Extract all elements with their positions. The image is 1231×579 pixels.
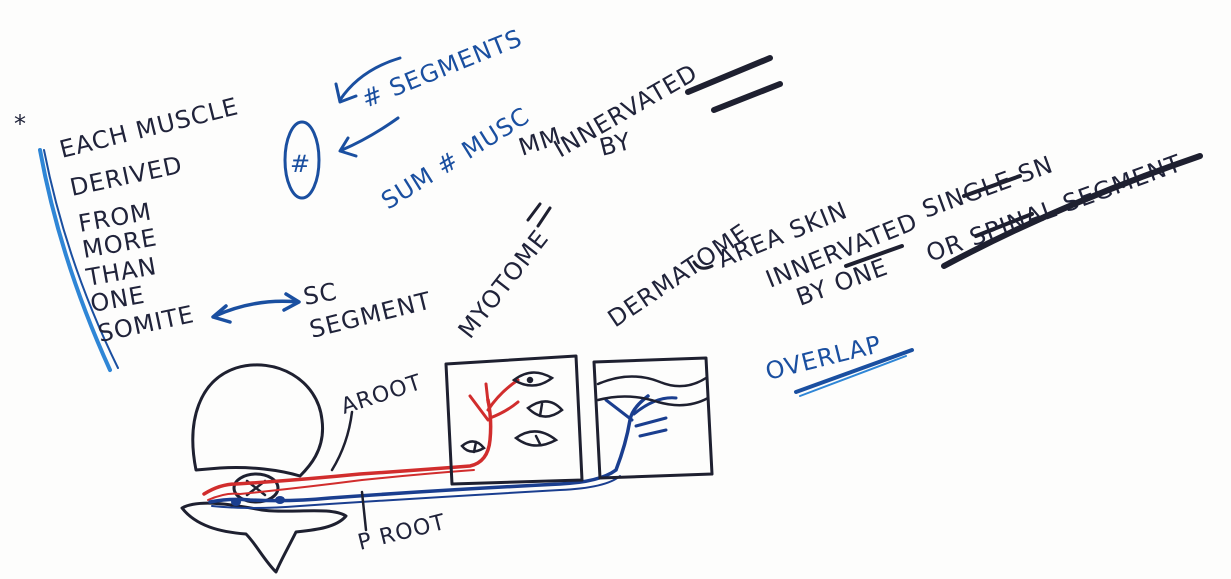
ganglion-dot xyxy=(231,498,241,506)
equals-top xyxy=(685,55,773,95)
myotome-box xyxy=(444,354,584,486)
skin-layer xyxy=(596,375,708,388)
sum-muscle-label: SUM # MUSC xyxy=(376,102,534,215)
sensory-branch xyxy=(604,398,634,422)
number-sign: # xyxy=(290,150,311,178)
posterior-root-pointer xyxy=(360,490,368,532)
vertebral-arch xyxy=(180,501,348,574)
num-segments-label: # SEGMENTS xyxy=(358,24,527,114)
left-bracket-line xyxy=(38,148,112,372)
slash-mark xyxy=(536,206,552,228)
sensory-branch xyxy=(638,428,668,438)
dermatome-box xyxy=(592,356,714,480)
vertebral-body xyxy=(191,363,325,478)
single-underline xyxy=(962,174,1022,198)
left-list-line: EACH MUSCLE xyxy=(57,92,242,164)
slash-mark xyxy=(526,202,542,222)
tilde-mark xyxy=(692,260,714,270)
somite-segment-arrow xyxy=(211,292,301,324)
ganglion-dot xyxy=(275,496,285,504)
left-bracket-line-2 xyxy=(43,149,119,369)
dermatome-label: DERMATOME xyxy=(603,218,755,333)
motor-branch xyxy=(484,382,490,404)
sensory-nerve-blue-2 xyxy=(211,475,621,509)
motor-nerve-red-2 xyxy=(207,469,475,501)
equals-bottom xyxy=(711,81,783,113)
myotome-label: MYOTOME xyxy=(453,225,555,344)
sc-label: SC xyxy=(301,277,339,310)
overlap-underline xyxy=(794,348,914,394)
spinal-underline xyxy=(974,212,1034,238)
motor-branch xyxy=(488,400,520,420)
sensory-nerve-blue xyxy=(208,394,650,504)
motor-nerve-red xyxy=(202,398,493,496)
arrow-to-number-2 xyxy=(340,116,400,152)
circled-number-sign: # xyxy=(283,120,321,200)
asterisk-mark: * xyxy=(14,110,27,138)
posterior-root-label: P ROOT xyxy=(355,510,448,556)
muscle-fiber-symbols xyxy=(460,371,564,454)
skin-layer xyxy=(596,395,710,407)
arrow-head-1 xyxy=(334,82,358,104)
spinal-cord-sketch: AROOT P ROOT xyxy=(180,354,714,574)
sensory-branch xyxy=(634,416,668,428)
overlap-underline-2 xyxy=(799,355,907,397)
anterior-root-pointer xyxy=(330,410,354,472)
overlap-label: OVERLAP xyxy=(763,330,885,386)
arrow-to-number-1 xyxy=(338,56,402,102)
motor-branch xyxy=(486,378,520,412)
one-underline xyxy=(844,244,904,268)
long-underline xyxy=(941,153,1203,269)
motor-branch xyxy=(468,394,490,422)
arrow-head-2 xyxy=(338,136,358,158)
